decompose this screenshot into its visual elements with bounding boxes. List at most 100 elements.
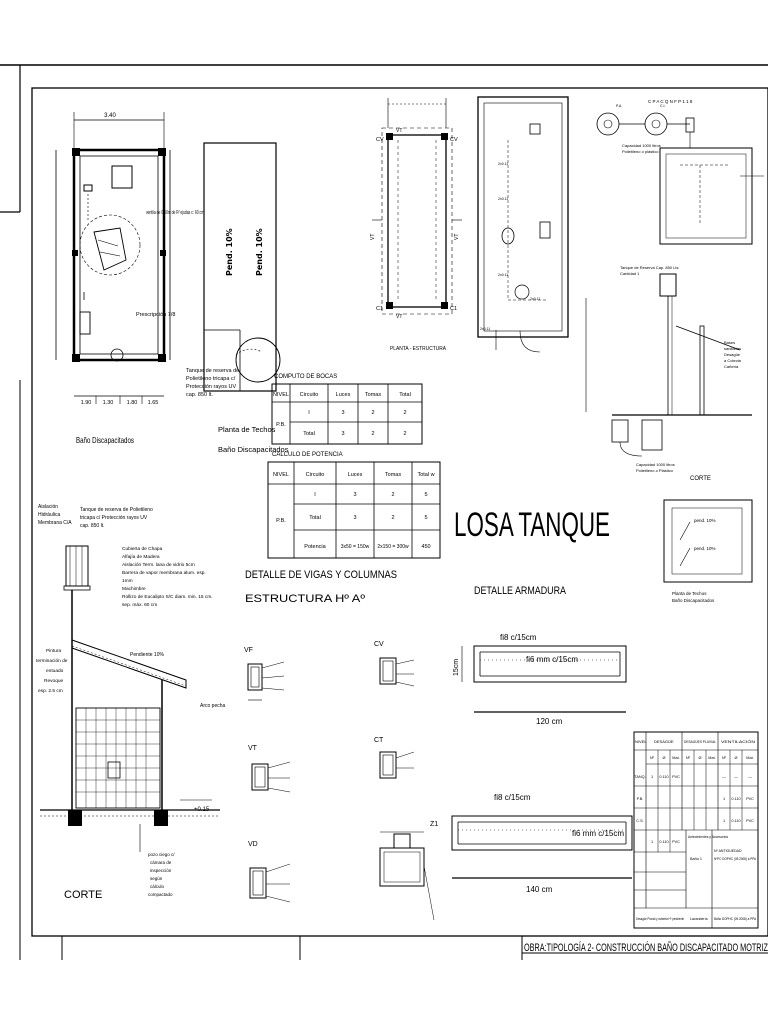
schedule-row-3: C.S. 1 0.110 PVC — [636, 819, 754, 823]
calculo-potencia-header-total: Total w — [417, 472, 434, 478]
calculo-potencia-r1-c2: 3 — [353, 492, 356, 498]
calculo-potencia-r3-c3: 2x150 = 300w — [377, 544, 409, 550]
calculo-potencia-header-nivel: NIVEL — [273, 472, 289, 478]
cloaca-plan-drawing: C P A C Q N F P 1 1 8 P.A. C.I. — [596, 99, 764, 245]
cloaca-header: C P A C Q N F P 1 1 8 — [648, 99, 693, 104]
schedule-side-4: NºPC DOPHC (09.2008) a PPA — [714, 857, 757, 861]
calculo-potencia-nivel: P.B. — [276, 518, 286, 524]
corte-right-title: CORTE — [690, 476, 711, 482]
inst-note-4: 2x0.11 — [530, 297, 540, 301]
losa-bar2-len: 140 cm — [526, 885, 553, 894]
section-z1 — [379, 831, 435, 921]
plan-bano-drawing — [55, 112, 171, 404]
schedule-table — [633, 731, 759, 929]
calculo-potencia-row-2: Total 3 2 5 — [309, 515, 427, 521]
vigas-title-1: DETALLE DE VIGAS Y COLUMNAS — [245, 569, 397, 581]
inst-note-1: 2x0.11 — [498, 162, 508, 166]
calculo-potencia-header-tomas: Tomas — [385, 472, 401, 478]
calculo-potencia-r2-c3: 2 — [391, 515, 394, 521]
computo-bocas-r2-c2: 3 — [341, 431, 344, 437]
corte-left-pintura: Pintura terminación de entuado Revoque e… — [36, 648, 68, 694]
section-label-cv: CV — [374, 641, 384, 648]
computo-bocas-header-nivel: NIVEL — [273, 392, 289, 398]
planta-techos-title-1: Planta de Techos — [218, 425, 276, 434]
inst-note-2: 2x0.11 — [498, 197, 508, 201]
corte-right-cloaca-1: Bases — [724, 340, 735, 345]
plan-bano-ventilation-note: ventila de 0.60m de P/ ejudas c: 60 cm — [146, 210, 204, 216]
planta-techos-tank-note-1: Tanque de reserva de — [186, 368, 239, 374]
calculo-potencia-table — [267, 461, 441, 559]
calculo-potencia-header-luces: Luces — [348, 472, 363, 478]
corte-left-note-4: según — [150, 876, 163, 881]
losa-bar-1 — [461, 645, 627, 713]
planta-techos-drawing — [203, 142, 281, 392]
corte-left-aislacion-1: Aislación — [38, 504, 58, 510]
corte-left-note-bottom: pozo ciego c/ cámara de inspección según… — [148, 852, 175, 897]
plan-bano-prescription: Prescripción 7/8 — [136, 312, 175, 318]
schedule-r2-c8: 1 — [723, 797, 725, 801]
schedule-r4-c3: 0.110 — [659, 840, 668, 844]
corte-right-capacidad2: Capacidad 1000 litros Polietileno o Plás… — [636, 462, 675, 473]
schedule-r1-c3: 0.110 — [659, 775, 668, 779]
schedule-r2-c10: PVC — [746, 797, 754, 801]
computo-bocas-r2-c4: 2 — [403, 431, 406, 437]
schedule-sub-1: Nº — [650, 756, 655, 760]
computo-bocas-r2-c1: Total — [303, 431, 315, 437]
corte-left-note-5: cálculo — [150, 884, 165, 889]
small-plan-title-1: Planta de Techos — [672, 591, 707, 596]
schedule-side-1: Antecedentes y Accesorios — [688, 835, 728, 839]
corte-left-cubierta-1: Cubierta de Chapa — [122, 546, 163, 552]
schedule-subheaders: Nº Ø Mat. Nº Ø Mat. Nº Ø Mat. — [650, 756, 754, 760]
corte-right-cloaca-2: sanitarias — [724, 346, 741, 351]
planta-techos-tank-note-3: Protección rayos UV — [186, 384, 236, 390]
corte-left-cubierta-6: Machimbre — [122, 586, 146, 592]
schedule-footer-left: Desagüe Pluvial y cubierta Hº pendiente — [636, 917, 684, 921]
sheet-frame — [0, 64, 768, 960]
estructura-label-vt-3: VT — [370, 234, 376, 240]
planta-techos-title-2: Baño Discapacitados — [218, 445, 289, 454]
losa-detalle-armadura: DETALLE ARMADURA — [474, 585, 567, 597]
calculo-potencia-r1-c3: 2 — [391, 492, 394, 498]
corte-left-pintura-5: esp. 2.5 cm — [38, 688, 63, 694]
schedule-sub-9: Mat. — [746, 756, 753, 760]
corte-right-cloaca-5: Cañería — [724, 364, 739, 369]
section-vf — [247, 661, 285, 701]
estructura-label-vt-1: VT — [396, 128, 402, 134]
corte-right-tanque-2: Cantidad 1 — [620, 271, 640, 276]
schedule-header-desague: DESAGÜE — [654, 739, 674, 744]
plan-bano-dim-3: 1.80 — [127, 400, 138, 406]
corte-left-tank-note-1: Tanque de reserva de Polietileno — [80, 507, 153, 513]
schedule-header-pluvial: DESAGÜES PLUVIAL — [684, 739, 717, 744]
schedule-footer-mid: Lavandería — [690, 917, 708, 921]
plan-bano-dims-bottom: 1.90 1.30 1.80 1.65 — [81, 400, 159, 406]
corte-left-cubierta: Cubierta de Chapa Alfajía de Madera Aisl… — [122, 546, 213, 608]
corte-left-cubierta-8: sep. máx. 60 cm — [122, 602, 157, 608]
corte-left-tank-note: Tanque de reserva de Polietileno tricapa… — [80, 507, 153, 529]
schedule-sub-2: Ø — [663, 756, 666, 760]
section-vd — [249, 863, 291, 903]
computo-bocas-title: COMPUTO DE BOCAS — [274, 374, 337, 380]
estructura-label-c1-2: C1 — [450, 306, 457, 312]
corte-left-aislacion: Aislación Hidráulica Membrana C/A — [38, 504, 72, 526]
calculo-potencia-r1-c4: 5 — [424, 492, 427, 498]
corte-left-cubierta-3: Aislación Term. lana de vidrio 5cm — [122, 562, 195, 568]
computo-bocas-r1-c1: I — [308, 410, 310, 416]
calculo-potencia-row-1: I 3 2 5 — [314, 492, 427, 498]
small-plan-title-2: Baño Discapacitados — [672, 598, 715, 603]
corte-left-cubierta-7: Rollizo de Eucalipto S/C diam. min. 15 c… — [122, 594, 213, 600]
calculo-potencia-r2-c2: 3 — [353, 515, 356, 521]
planta-estructura-labels: CV CV C1 C1 VT VT VT VT — [370, 128, 460, 320]
schedule-r3-c10: PVC — [746, 819, 754, 823]
schedule-header-nivel: NIVEL — [635, 739, 647, 744]
planta-techos-tank-note-4: cap. 850 lt. — [186, 392, 213, 398]
cloaca-small-label-2: C.I. — [660, 104, 665, 108]
section-label-vf: VF — [244, 647, 253, 654]
schedule-r1-c1: TANQ. — [634, 775, 645, 779]
corte-left-aislacion-2: Hidráulica — [38, 512, 60, 518]
corte-left-note-1: pozo ciego c/ — [148, 852, 175, 857]
planta-techos-tank-note-2: Polietileno tricapa c/ — [186, 376, 236, 382]
corte-left-nivel: +0.15 — [194, 807, 210, 813]
calculo-potencia-r1-c1: I — [314, 492, 316, 498]
losa-bar1-top: fi8 c/15cm — [500, 633, 537, 642]
corte-right-tanque-note: Tanque de Reserva Cap. 850 Lts Cantidad … — [620, 265, 678, 276]
